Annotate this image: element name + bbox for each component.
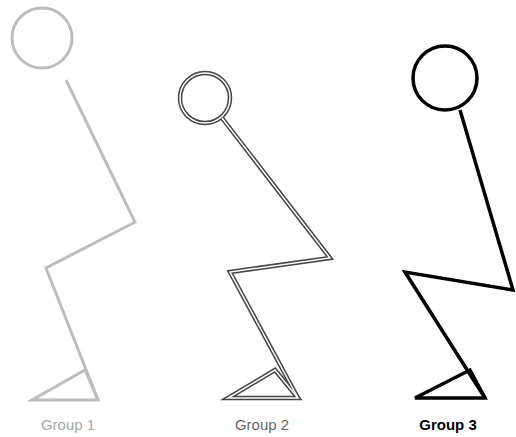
figure-body [222,118,330,398]
stick-figure [180,73,330,398]
stick-figure [12,8,135,400]
figure-body [222,118,330,398]
stick-figure [405,46,513,398]
figure-foot [228,370,298,398]
figure-body [46,80,135,400]
group-label: Group 1 [41,416,95,434]
figure-head [180,73,230,123]
figure-head [180,73,230,123]
figure-head [413,46,477,110]
stick-figure-inner [180,73,330,398]
figure-foot [228,370,298,398]
group-label: Group 2 [235,416,289,434]
group-label: Group 3 [419,416,477,434]
figure-foot [32,370,98,400]
figure-head [12,8,72,68]
figure-foot [415,370,485,398]
figure-body [405,110,513,398]
